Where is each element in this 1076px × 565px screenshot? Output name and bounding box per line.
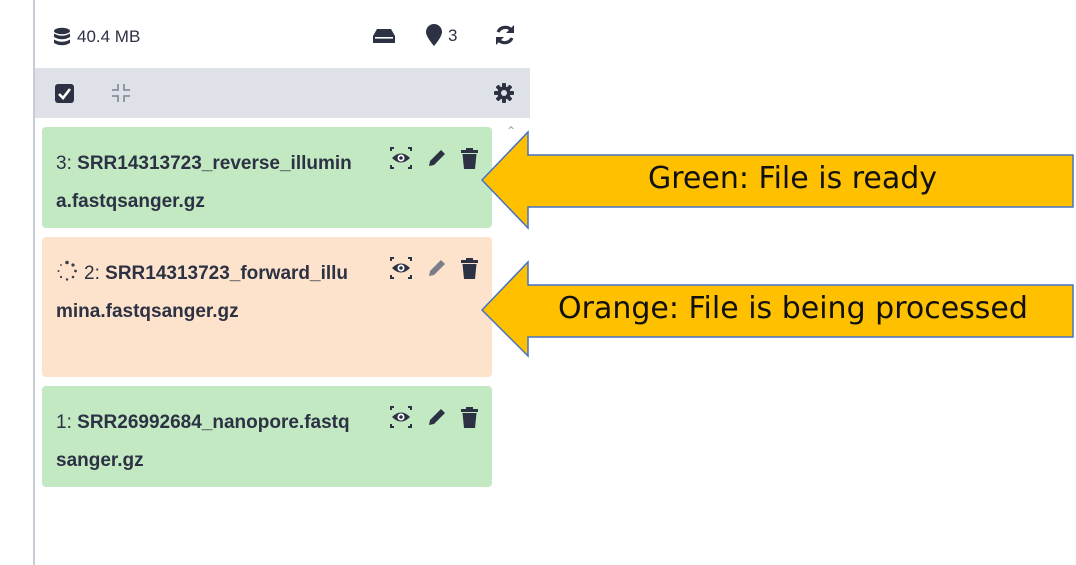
dataset-name: SRR26992684_nanopore.fastqsanger.gz [56, 412, 350, 471]
map-marker-icon[interactable] [426, 24, 442, 46]
trash-icon[interactable] [461, 147, 478, 169]
eye-icon[interactable] [389, 257, 413, 279]
pencil-icon[interactable] [427, 148, 447, 168]
dataset-hid: 2: [84, 263, 100, 284]
dataset-hid: 1: [56, 412, 72, 433]
pencil-icon[interactable] [427, 258, 447, 278]
collapse-icon[interactable] [111, 83, 131, 103]
eye-icon[interactable] [389, 406, 413, 428]
orange-callout-arrow [480, 260, 1074, 358]
green-annotation: Green: File is ready [648, 161, 938, 196]
panel-border [33, 0, 35, 565]
dataset-actions [389, 257, 478, 279]
trash-icon[interactable] [461, 257, 478, 279]
tag-count: 3 [448, 26, 458, 45]
history-header: 40.4 MB 3 [35, 0, 530, 68]
dataset-title[interactable]: 3: SRR14313723_reverse_illumina.fastqsan… [56, 145, 356, 221]
dataset-title[interactable]: 1: SRR26992684_nanopore.fastqsanger.gz [56, 404, 356, 480]
dataset-title[interactable]: 2: SRR14313723_forward_illumina.fastqsan… [56, 255, 356, 331]
eye-icon[interactable] [389, 147, 413, 169]
spinner-icon [57, 260, 77, 281]
refresh-icon[interactable] [494, 24, 516, 46]
dataset-actions [389, 147, 478, 169]
history-size[interactable]: 40.4 MB [53, 26, 140, 48]
dataset-name: SRR14313723_reverse_illumina.fastqsanger… [56, 153, 352, 212]
dataset-hid: 3: [56, 153, 72, 174]
pencil-icon[interactable] [427, 407, 447, 427]
checkbox-icon[interactable] [55, 84, 74, 103]
gear-icon[interactable] [494, 83, 514, 103]
dataset-name: SRR14313723_forward_illumina.fastqsanger… [56, 263, 349, 322]
dataset-actions [389, 406, 478, 428]
dataset-item[interactable]: 1: SRR26992684_nanopore.fastqsanger.gz [42, 386, 492, 487]
scroll-up-icon[interactable]: ⌃ [506, 124, 517, 138]
orange-annotation: Orange: File is being processed [558, 291, 1028, 326]
green-callout-arrow [480, 130, 1074, 230]
history-size-label: 40.4 MB [77, 27, 141, 46]
history-toolbar [35, 68, 530, 118]
annotation-arrows [480, 130, 1074, 358]
trash-icon[interactable] [461, 406, 478, 428]
hard-drive-icon[interactable] [372, 28, 396, 44]
dataset-item[interactable]: 3: SRR14313723_reverse_illumina.fastqsan… [42, 127, 492, 228]
dataset-item[interactable]: 2: SRR14313723_forward_illumina.fastqsan… [42, 237, 492, 377]
database-icon [54, 27, 70, 46]
